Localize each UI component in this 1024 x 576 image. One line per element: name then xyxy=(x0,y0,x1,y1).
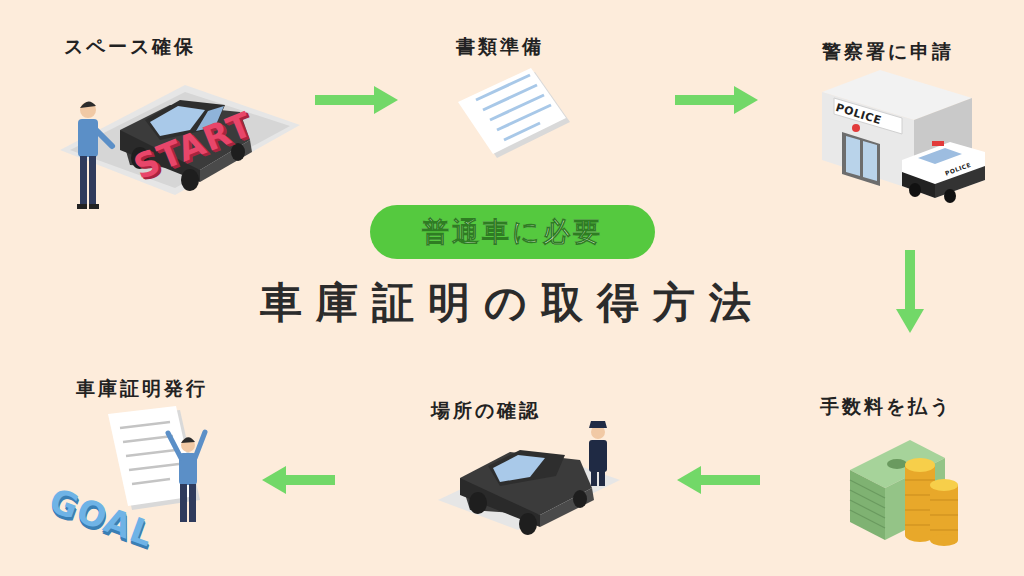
money-illustration-part-part xyxy=(905,495,930,496)
certificate-illustration-part-part xyxy=(123,436,173,442)
inspection-illustration-part xyxy=(488,450,565,486)
step-heading: スペース確保 xyxy=(64,34,196,60)
money-illustration-part-part xyxy=(905,480,935,481)
step-heading: 書類準備 xyxy=(456,34,544,60)
parked-car-illustration-part xyxy=(89,156,96,206)
money-illustration-part xyxy=(905,480,958,530)
police-station-illustration-part xyxy=(846,136,860,176)
parked-car-illustration-part xyxy=(78,119,98,157)
step-heading: 場所の確認 xyxy=(431,398,541,424)
step-heading: 手数料を払う xyxy=(820,394,952,420)
police-station-illustration-part xyxy=(852,124,860,132)
police-station-illustration-part xyxy=(944,189,956,203)
parked-car-illustration-part xyxy=(80,156,87,206)
step-box: 手数料を払う xyxy=(760,335,1010,560)
flow-arrow xyxy=(284,475,335,485)
pill-text: 普通車に必要 xyxy=(422,214,603,250)
inspection-illustration-part xyxy=(589,440,607,472)
police-station-illustration-part xyxy=(842,132,880,186)
diagram-title: 車庫証明の取得方法 xyxy=(260,275,765,331)
parked-car-illustration-part xyxy=(70,92,290,188)
document-illustration xyxy=(458,68,570,158)
certificate-illustration-part-part xyxy=(132,479,170,484)
flow-arrow xyxy=(315,95,376,105)
money-illustration-part-part xyxy=(850,480,885,498)
inspection-illustration-part xyxy=(599,471,605,486)
money-illustration-part xyxy=(930,479,958,491)
certificate-illustration-part-part xyxy=(126,450,176,456)
money-illustration-part xyxy=(887,459,907,469)
document-illustration-part xyxy=(497,105,551,130)
parked-car-illustration-part xyxy=(77,204,87,209)
step-heading: 警察署に申請 xyxy=(822,39,954,65)
parked-car-illustration-part xyxy=(80,102,96,118)
certificate-illustration-part-part xyxy=(120,422,170,428)
inspection-illustration-part xyxy=(573,490,587,508)
money-illustration-part xyxy=(850,470,885,540)
money-illustration-part xyxy=(850,480,885,528)
certificate-illustration-part-part xyxy=(129,464,179,470)
step-box: 場所の確認 xyxy=(335,390,675,560)
parked-car-illustration-part xyxy=(181,169,199,191)
money-illustration-part xyxy=(930,534,958,546)
police-station-illustration xyxy=(822,70,985,203)
police-station-illustration-part xyxy=(863,141,877,181)
money-illustration xyxy=(850,440,958,546)
document-illustration-part xyxy=(504,123,540,140)
inspection-illustration-part xyxy=(469,492,487,514)
money-illustration-part xyxy=(905,458,935,472)
category-pill: 普通車に必要 xyxy=(370,205,655,259)
step-heading: 車庫証明発行 xyxy=(76,376,208,402)
step-box: 警察署に申請 xyxy=(760,25,1010,250)
police-station-illustration-part xyxy=(902,142,985,198)
certificate-illustration-part xyxy=(168,433,181,458)
money-illustration-part xyxy=(930,485,958,540)
inspection-illustration-part xyxy=(540,488,594,527)
document-illustration-part xyxy=(483,85,537,110)
inspection-illustration-part xyxy=(493,455,545,482)
flow-arrow xyxy=(699,475,760,485)
document-illustration-part xyxy=(490,95,544,120)
certificate-illustration-part xyxy=(181,438,195,452)
police-station-illustration-part xyxy=(822,92,914,190)
flow-arrow xyxy=(905,250,915,311)
money-illustration-part-part xyxy=(905,510,930,511)
money-illustration-part-part xyxy=(850,490,885,508)
inspection-illustration-part xyxy=(519,513,537,535)
inspection-illustration-part xyxy=(591,471,597,486)
money-illustration-part-part xyxy=(850,510,885,528)
certificate-illustration-part xyxy=(181,437,195,443)
inspection-illustration-part xyxy=(589,421,607,428)
money-illustration-part-part xyxy=(930,515,958,516)
police-station-illustration-part xyxy=(918,148,962,164)
police-station-illustration-part xyxy=(834,98,902,134)
certificate-illustration-part xyxy=(120,422,179,484)
certificate-illustration-part xyxy=(180,484,187,522)
parked-car-illustration-part xyxy=(96,130,112,146)
money-illustration-part-part xyxy=(905,525,930,526)
parked-car-illustration-part xyxy=(80,101,96,108)
document-illustration-part xyxy=(476,75,530,100)
police-station-illustration-part xyxy=(932,141,944,146)
document-illustration-part xyxy=(458,68,566,154)
parked-car-illustration-part xyxy=(89,204,99,209)
money-illustration-part-part xyxy=(930,530,958,531)
inspection-illustration xyxy=(438,421,620,535)
parked-car-illustration xyxy=(60,85,300,209)
money-illustration-part-part xyxy=(850,500,885,518)
money-illustration-part-part xyxy=(930,500,958,501)
certificate-illustration-part xyxy=(195,432,205,458)
certificate-illustration-part xyxy=(189,484,196,522)
flow-arrow xyxy=(675,95,736,105)
police-station-illustration-part xyxy=(909,183,921,197)
police-station-illustration-part xyxy=(902,172,935,198)
